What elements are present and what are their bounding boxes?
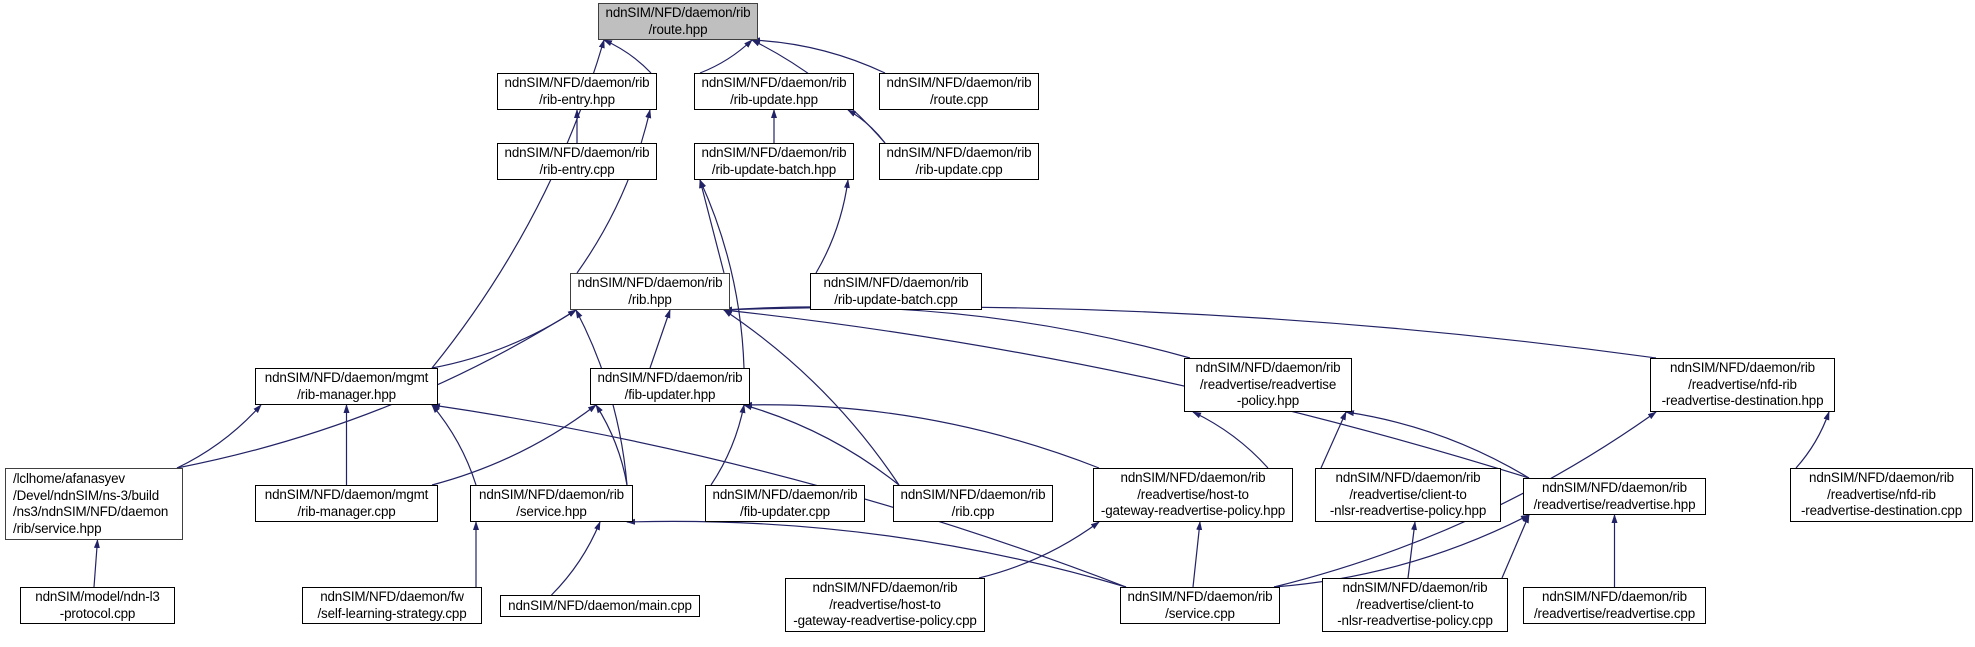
edge-client-to-nlsr-cpp-to-readvertise-hpp: [1501, 514, 1530, 579]
edge-rib-cpp-to-fib-updater-hpp: [743, 404, 900, 486]
edge-client-to-nlsr-cpp-to-client-to-nlsr-hpp: [1407, 521, 1417, 579]
node-label: ndnSIM/NFD/daemon/rib /route.hpp: [605, 5, 751, 37]
graph-node-rib-update-hpp[interactable]: ndnSIM/NFD/daemon/rib /rib-update.hpp: [694, 73, 854, 110]
edge-rib-service-hpp-to-rib-manager-hpp: [431, 404, 477, 486]
node-label: ndnSIM/model/ndn-l3 -protocol.cpp: [35, 589, 160, 621]
edge-rib-update-batch-cpp-to-rib-update-batch-hpp: [815, 179, 850, 274]
node-label: ndnSIM/NFD/daemon/rib /readvertise/host-…: [1100, 470, 1286, 519]
node-label: ndnSIM/NFD/daemon/mgmt /rib-manager.hpp: [264, 370, 429, 402]
edge-rib-update-hpp-to-route-hpp: [699, 39, 753, 74]
edge-service-hpp-to-rib-manager-hpp: [176, 404, 262, 469]
edge-rib-manager-cpp-to-fib-updater-hpp: [431, 404, 597, 486]
node-label: ndnSIM/NFD/daemon/rib /readvertise/clien…: [1329, 470, 1487, 519]
node-label: ndnSIM/NFD/daemon/rib /rib-update.hpp: [701, 75, 847, 107]
edge-host-to-gw-cpp-to-host-to-gw-hpp: [978, 521, 1100, 579]
graph-node-rib-hpp[interactable]: ndnSIM/NFD/daemon/rib /rib.hpp: [570, 273, 730, 310]
node-label: ndnSIM/NFD/daemon/rib /rib.cpp: [900, 487, 1046, 519]
node-label: ndnSIM/NFD/daemon/rib /fib-updater.cpp: [712, 487, 858, 519]
node-label: ndnSIM/NFD/daemon/rib /readvertise/readv…: [1533, 589, 1696, 621]
graph-node-rib-service-cpp[interactable]: ndnSIM/NFD/daemon/rib /service.cpp: [1120, 587, 1280, 624]
node-label: /lclhome/afanasyev /Devel/ndnSIM/ns-3/bu…: [13, 471, 169, 536]
graph-node-nfd-rib-dest-hpp[interactable]: ndnSIM/NFD/daemon/rib /readvertise/nfd-r…: [1650, 358, 1835, 412]
graph-node-rib-cpp[interactable]: ndnSIM/NFD/daemon/rib /rib.cpp: [893, 485, 1053, 522]
graph-node-readvertise-hpp[interactable]: ndnSIM/NFD/daemon/rib /readvertise/readv…: [1523, 478, 1706, 515]
edge-rib-entry-hpp-to-route-hpp: [603, 39, 652, 74]
graph-node-route-cpp[interactable]: ndnSIM/NFD/daemon/rib /route.cpp: [879, 73, 1039, 110]
edge-main-cpp-to-rib-service-hpp: [551, 521, 601, 596]
graph-node-rib-manager-hpp[interactable]: ndnSIM/NFD/daemon/mgmt /rib-manager.hpp: [255, 368, 438, 405]
node-label: ndnSIM/NFD/daemon/rib /rib-update-batch.…: [823, 275, 969, 307]
node-label: ndnSIM/NFD/daemon/rib /readvertise/nfd-r…: [1661, 360, 1824, 409]
edge-route-cpp-to-route-hpp: [751, 37, 886, 74]
graph-node-main-cpp[interactable]: ndnSIM/NFD/daemon/main.cpp: [500, 595, 700, 617]
node-label: ndnSIM/NFD/daemon/rib /readvertise/host-…: [793, 580, 977, 629]
edge-rib-hpp-to-rib-entry-hpp: [576, 109, 652, 274]
graph-node-rib-update-batch-cpp[interactable]: ndnSIM/NFD/daemon/rib /rib-update-batch.…: [810, 273, 982, 310]
edge-fib-updater-hpp-to-rib-hpp: [649, 309, 671, 369]
graph-node-fib-updater-cpp[interactable]: ndnSIM/NFD/daemon/rib /fib-updater.cpp: [705, 485, 865, 522]
graph-node-self-learning-cpp[interactable]: ndnSIM/NFD/daemon/fw /self-learning-stra…: [302, 587, 482, 624]
node-label: ndnSIM/NFD/daemon/rib /readvertise/readv…: [1195, 360, 1341, 409]
node-label: ndnSIM/NFD/daemon/rib /fib-updater.hpp: [597, 370, 743, 402]
node-label: ndnSIM/NFD/daemon/rib /rib-entry.hpp: [504, 75, 650, 107]
graph-node-rib-entry-cpp[interactable]: ndnSIM/NFD/daemon/rib /rib-entry.cpp: [497, 143, 657, 180]
graph-node-fib-updater-hpp[interactable]: ndnSIM/NFD/daemon/rib /fib-updater.hpp: [590, 368, 750, 405]
node-label: ndnSIM/NFD/daemon/rib /readvertise/readv…: [1533, 480, 1696, 512]
edge-nfd-rib-dest-cpp-to-nfd-rib-dest-hpp: [1795, 411, 1830, 469]
edge-rib-service-cpp-to-readvertise-hpp: [1273, 514, 1530, 588]
edge-nfd-rib-dest-hpp-to-rib-hpp: [723, 306, 1657, 359]
graph-node-nfd-rib-dest-cpp[interactable]: ndnSIM/NFD/daemon/rib /readvertise/nfd-r…: [1790, 468, 1973, 522]
graph-node-client-to-nlsr-cpp[interactable]: ndnSIM/NFD/daemon/rib /readvertise/clien…: [1322, 578, 1508, 632]
graph-node-client-to-nlsr-hpp[interactable]: ndnSIM/NFD/daemon/rib /readvertise/clien…: [1315, 468, 1501, 522]
graph-node-rib-service-hpp[interactable]: ndnSIM/NFD/daemon/rib /service.hpp: [470, 485, 633, 522]
edge-rib-cpp-to-rib-hpp: [723, 309, 900, 486]
node-label: ndnSIM/NFD/daemon/rib /route.cpp: [886, 75, 1032, 107]
node-label: ndnSIM/NFD/daemon/rib /rib-update.cpp: [886, 145, 1032, 177]
node-label: ndnSIM/NFD/daemon/main.cpp: [508, 597, 692, 613]
edge-client-to-nlsr-hpp-to-readvertise-policy: [1320, 411, 1347, 469]
edge-rib-hpp-to-rib-update-batch-hpp: [699, 179, 725, 274]
node-label: ndnSIM/NFD/daemon/rib /service.hpp: [479, 487, 624, 519]
edge-readvertise-hpp-to-rib-hpp: [723, 307, 1530, 479]
graph-node-ndn-l3-protocol-cpp[interactable]: ndnSIM/model/ndn-l3 -protocol.cpp: [20, 587, 175, 624]
edge-rib-update-cpp-to-rib-update-hpp: [847, 109, 886, 144]
edge-fib-updater-cpp-to-fib-updater-hpp: [710, 404, 746, 486]
node-label: ndnSIM/NFD/daemon/mgmt /rib-manager.cpp: [264, 487, 429, 519]
node-label: ndnSIM/NFD/daemon/fw /self-learning-stra…: [317, 589, 467, 621]
graph-node-service-hpp[interactable]: /lclhome/afanasyev /Devel/ndnSIM/ns-3/bu…: [5, 468, 183, 540]
graph-node-host-to-gw-hpp[interactable]: ndnSIM/NFD/daemon/rib /readvertise/host-…: [1093, 468, 1293, 522]
edge-host-to-gw-hpp-to-readvertise-policy: [1192, 411, 1269, 469]
node-label: ndnSIM/NFD/daemon/rib /rib-update-batch.…: [701, 145, 847, 177]
node-label: ndnSIM/NFD/daemon/rib /service.cpp: [1127, 589, 1273, 621]
graph-node-rib-update-cpp[interactable]: ndnSIM/NFD/daemon/rib /rib-update.cpp: [879, 143, 1039, 180]
edge-host-to-gw-hpp-to-fib-updater-hpp: [743, 401, 1100, 469]
edge-rib-service-cpp-to-host-to-gw-hpp: [1192, 521, 1203, 588]
graph-node-readvertise-cpp[interactable]: ndnSIM/NFD/daemon/rib /readvertise/readv…: [1523, 587, 1706, 624]
graph-node-rib-entry-hpp[interactable]: ndnSIM/NFD/daemon/rib /rib-entry.hpp: [497, 73, 657, 110]
node-label: ndnSIM/NFD/daemon/rib /readvertise/clien…: [1337, 580, 1493, 629]
graph-node-rib-manager-cpp[interactable]: ndnSIM/NFD/daemon/mgmt /rib-manager.cpp: [255, 485, 438, 522]
edge-rib-manager-hpp-to-rib-hpp: [431, 309, 577, 369]
node-label: ndnSIM/NFD/daemon/rib /rib.hpp: [577, 275, 723, 307]
edge-readvertise-policy-to-rib-hpp: [723, 306, 1191, 359]
graph-node-rib-update-batch-hpp[interactable]: ndnSIM/NFD/daemon/rib /rib-update-batch.…: [694, 143, 854, 180]
graph-node-route-hpp[interactable]: ndnSIM/NFD/daemon/rib /route.hpp: [598, 3, 758, 40]
graph-node-readvertise-policy[interactable]: ndnSIM/NFD/daemon/rib /readvertise/readv…: [1184, 358, 1352, 412]
node-label: ndnSIM/NFD/daemon/rib /readvertise/nfd-r…: [1800, 470, 1963, 519]
edge-rib-service-hpp-to-fib-updater-hpp: [595, 404, 628, 486]
graph-node-host-to-gw-cpp[interactable]: ndnSIM/NFD/daemon/rib /readvertise/host-…: [785, 578, 985, 632]
node-label: ndnSIM/NFD/daemon/rib /rib-entry.cpp: [504, 145, 650, 177]
edge-ndn-l3-protocol-cpp-to-service-hpp: [93, 539, 100, 588]
